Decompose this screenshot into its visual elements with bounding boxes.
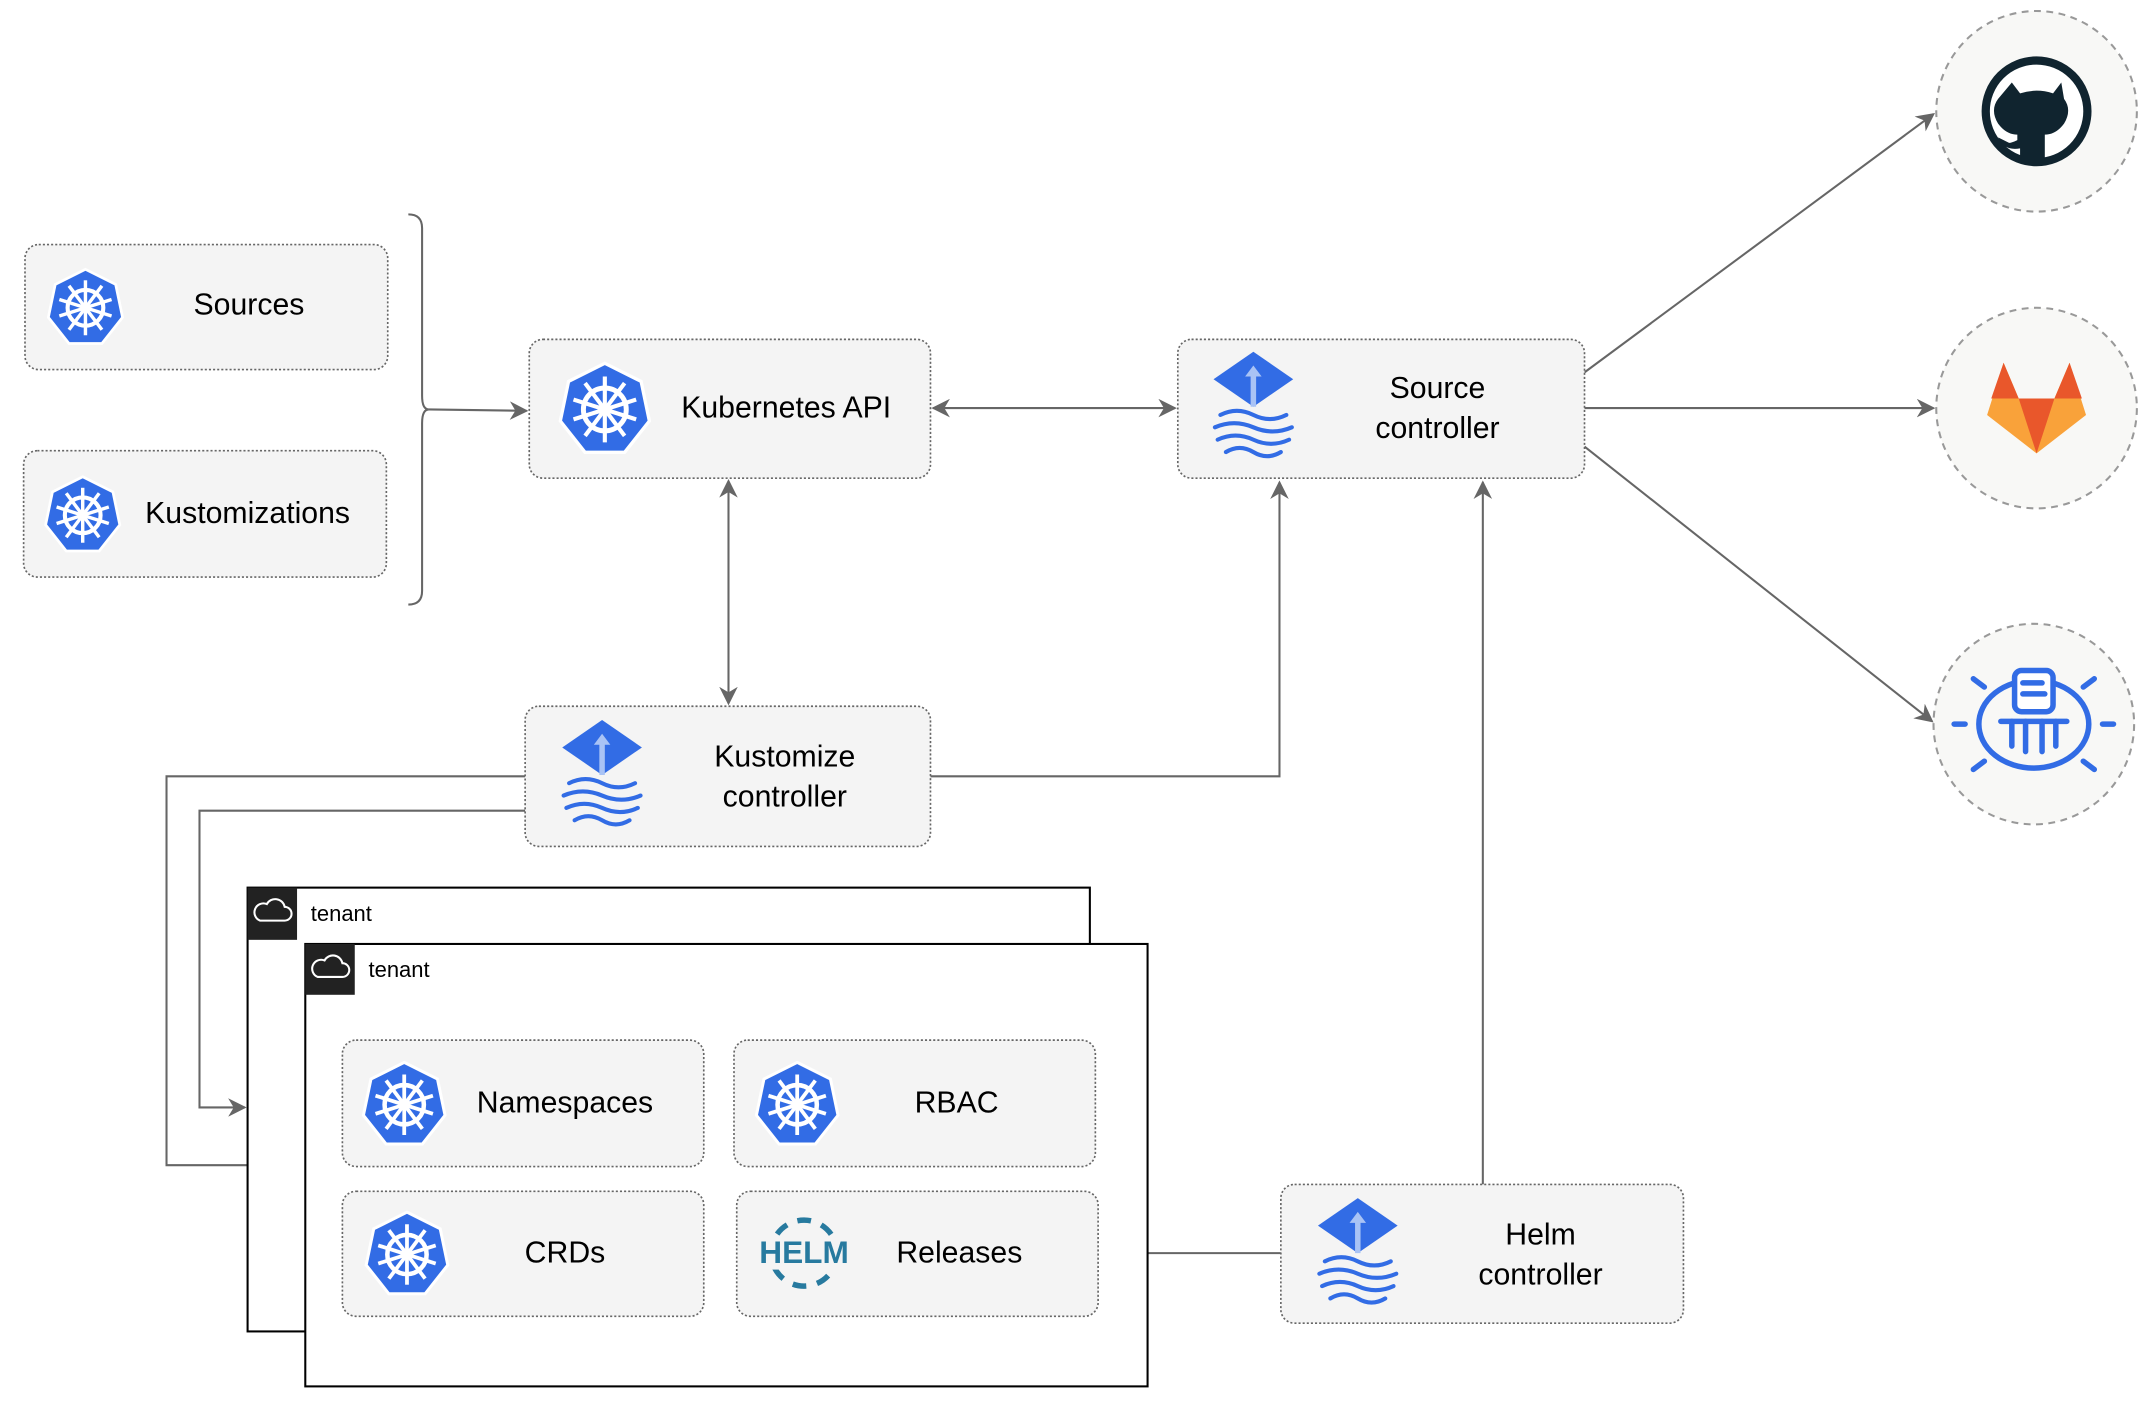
kustomize-controller-node[interactable]: Kustomize controller — [524, 705, 932, 848]
source-controller-label-line2: controller — [1375, 412, 1499, 445]
edge-source-to-bucket — [1583, 445, 1934, 723]
sources-label: Sources — [194, 288, 305, 321]
kustomizations-node[interactable]: Kustomizations — [22, 449, 388, 578]
bucket-node[interactable] — [1932, 622, 2136, 826]
tenant-front[interactable]: tenant Namespaces RBAC CRDs HELM Release… — [304, 942, 1149, 1388]
kubernetes-api-label: Kubernetes API — [681, 391, 891, 424]
tenant-header-badge — [247, 887, 298, 940]
helm-icon: HELM — [758, 1217, 850, 1289]
rbac-label: RBAC — [915, 1087, 999, 1120]
brace — [408, 213, 430, 606]
edge-crds-to-api — [428, 401, 529, 420]
crds-node[interactable]: CRDs — [341, 1190, 705, 1318]
source-controller-node[interactable]: Source controller — [1176, 338, 1586, 479]
edge-source-to-github — [1583, 112, 1936, 374]
namespaces-label: Namespaces — [477, 1087, 653, 1120]
github-icon — [1981, 56, 2092, 167]
sources-node[interactable]: Sources — [24, 243, 389, 371]
namespaces-node[interactable]: Namespaces — [341, 1039, 705, 1168]
edge-kustomize-to-tenant-front — [165, 775, 526, 1175]
releases-label: Releases — [896, 1236, 1022, 1269]
helm-controller-node[interactable]: Helm controller — [1280, 1183, 1685, 1325]
kustomize-controller-label-line1: Kustomize — [714, 740, 855, 773]
source-controller-label-line1: Source — [1390, 372, 1486, 405]
helm-controller-label-line2: controller — [1478, 1258, 1602, 1291]
crds-label: CRDs — [525, 1236, 606, 1269]
rbac-node[interactable]: RBAC — [733, 1039, 1097, 1168]
github-node[interactable] — [1935, 9, 2138, 213]
releases-node[interactable]: HELM Releases — [735, 1190, 1099, 1318]
tenant-header-badge — [305, 943, 355, 995]
tenant-label: tenant — [369, 957, 430, 982]
edge-kustomize-to-tenant-back — [198, 809, 526, 1117]
kubernetes-api-node[interactable]: Kubernetes API — [528, 338, 932, 479]
helm-logo-text: HELM — [759, 1234, 849, 1270]
kustomize-controller-label-line2: controller — [723, 780, 847, 813]
bucket-icon — [1951, 667, 2117, 773]
gitlab-node[interactable] — [1935, 306, 2138, 510]
tenant-label: tenant — [311, 901, 372, 926]
edge-kustomize-to-source — [930, 480, 1289, 778]
kustomizations-label: Kustomizations — [145, 497, 350, 530]
gitlab-icon — [1987, 362, 2087, 454]
helm-controller-label-line1: Helm — [1505, 1219, 1576, 1252]
